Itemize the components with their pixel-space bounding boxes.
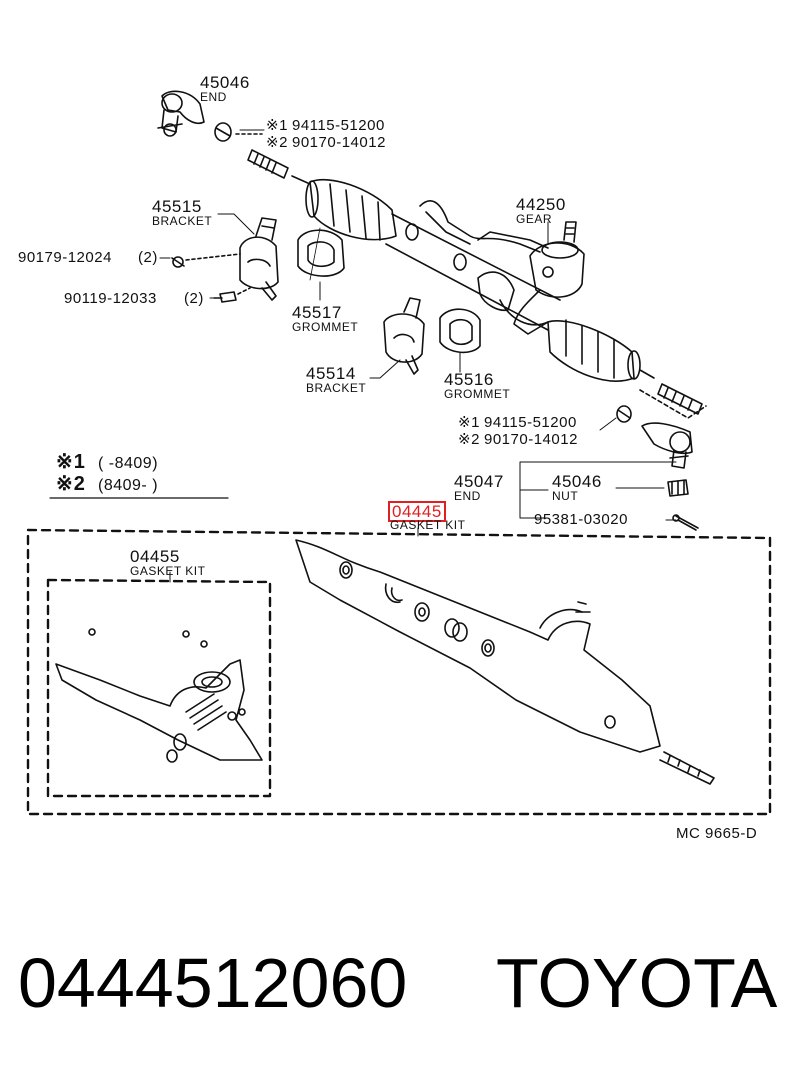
part-number-94115-51200-lower[interactable]: 94115-51200 [484, 414, 577, 431]
rack-thread-lower [657, 383, 703, 415]
part-name-grommet-upper: GROMMET [292, 320, 359, 334]
rack-thread-upper [247, 149, 289, 179]
part-name-grommet-lower: GROMMET [444, 387, 511, 401]
part-number-45046-upper[interactable]: 45046 [200, 73, 250, 92]
note-mark-2-upper: ※2 [266, 134, 288, 151]
boot-upper [305, 178, 397, 241]
bracket-lower [383, 297, 425, 375]
boot-lower [547, 319, 641, 382]
note-2-range: (8409- ) [98, 477, 159, 494]
note-1-mark: ※1 [56, 451, 86, 473]
nut-lower [616, 405, 632, 423]
note-mark-1-upper: ※1 [266, 117, 288, 134]
part-number-04445-highlighted[interactable]: 04445 [388, 501, 446, 522]
part-number-45517[interactable]: 45517 [292, 303, 342, 322]
part-name-gasket-kit-main: GASKET KIT [390, 518, 466, 532]
part-number-45046-nut[interactable]: 45046 [552, 472, 602, 491]
part-name-end-lower: END [454, 489, 481, 503]
tie-rod-end-upper [157, 90, 205, 137]
qty-90179-12024: (2) [138, 249, 158, 266]
part-number-04455[interactable]: 04455 [130, 547, 180, 566]
part-number-45515[interactable]: 45515 [152, 197, 202, 216]
bolt-upper [171, 256, 185, 268]
note-1-range: ( -8409) [98, 455, 159, 472]
part-number-45516[interactable]: 45516 [444, 370, 494, 389]
part-name-gasket-kit-sub: GASKET KIT [130, 564, 206, 578]
grommet-lower [439, 308, 481, 354]
footer-brand: TOYOTA [496, 944, 778, 1022]
part-number-90170-14012-upper[interactable]: 90170-14012 [292, 134, 386, 151]
bolt-lower [213, 291, 237, 303]
part-name-gear: GEAR [516, 212, 553, 226]
part-number-90170-14012-lower[interactable]: 90170-14012 [484, 431, 578, 448]
bracket-upper [239, 217, 279, 301]
note-2-mark: ※2 [56, 473, 86, 495]
gasket-rack-large [295, 539, 715, 785]
part-number-95381-03020[interactable]: 95381-03020 [534, 511, 628, 528]
gasket-rack-small [55, 628, 263, 763]
part-name-bracket-upper: BRACKET [152, 214, 213, 228]
qty-90119-12033: (2) [184, 290, 204, 307]
diagram-code: MC 9665-D [676, 825, 758, 842]
nut-upper [214, 122, 232, 142]
tie-rod-end-lower [641, 422, 693, 469]
grommet-upper [297, 229, 345, 277]
rack-housing [385, 200, 561, 331]
footer-part-number: 0444512060 [18, 944, 408, 1022]
part-number-44250[interactable]: 44250 [516, 195, 566, 214]
part-name-bracket-lower: BRACKET [306, 381, 367, 395]
castle-nut [667, 479, 689, 497]
note-mark-1-lower: ※1 [458, 414, 480, 431]
note-mark-2-lower: ※2 [458, 431, 480, 448]
part-name-nut: NUT [552, 489, 579, 503]
part-number-45514[interactable]: 45514 [306, 364, 356, 383]
part-number-45047[interactable]: 45047 [454, 472, 504, 491]
part-number-90119-12033[interactable]: 90119-12033 [64, 290, 157, 307]
gear-housing [513, 221, 585, 335]
part-number-90179-12024[interactable]: 90179-12024 [18, 249, 112, 266]
cotter-pin [672, 514, 699, 531]
part-number-94115-51200-upper[interactable]: 94115-51200 [292, 117, 385, 134]
part-name-end-upper: END [200, 90, 227, 104]
